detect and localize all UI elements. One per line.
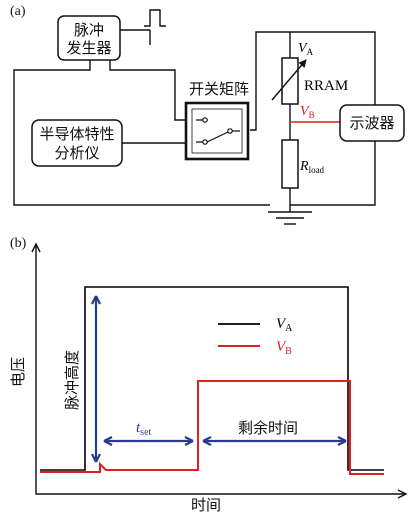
- pulse-generator-line1: 脉冲: [74, 21, 104, 39]
- panel-a-label: (a): [10, 4, 26, 19]
- rload-label: Rload: [299, 159, 325, 175]
- x-axis-label: 时间: [191, 496, 221, 514]
- va-label: VA: [298, 41, 314, 57]
- pulse-height-arrow: [91, 295, 101, 463]
- pulse-symbol: [144, 9, 166, 27]
- oscilloscope-label: 示波器: [349, 114, 394, 132]
- vb-waveform: [40, 380, 384, 475]
- y-axis-label: 电压: [9, 357, 27, 387]
- analyzer-line2: 分析仪: [54, 144, 99, 162]
- oscilloscope-box: [339, 104, 405, 142]
- semiconductor-analyzer-box: [31, 119, 123, 167]
- legend-va-label: VA: [276, 316, 293, 334]
- pulse-generator-box: [57, 15, 121, 61]
- rload-resistor: [281, 139, 299, 189]
- pulse-height-label: 脉冲高度: [63, 350, 81, 410]
- circuit-diagram: [13, 29, 376, 225]
- switch-matrix-label: 开关矩阵: [189, 80, 249, 98]
- pulse-generator-line2: 发生器: [66, 39, 111, 57]
- timing-axes: [31, 242, 408, 499]
- legend-vb-label: VB: [276, 339, 292, 357]
- tset-arrow: [103, 436, 194, 446]
- panel-b-label: (b): [10, 236, 27, 251]
- legend: VA VB: [218, 316, 293, 357]
- switch-matrix-box: [184, 101, 250, 161]
- vb-label: VB: [300, 104, 315, 120]
- switch-icon: [196, 117, 240, 145]
- analyzer-line1: 半导体特性: [39, 125, 114, 143]
- rram-resistor: [271, 57, 307, 105]
- rram-label: RRAM: [304, 78, 348, 94]
- remaining-time-arrow: [202, 436, 347, 446]
- va-waveform: [40, 286, 384, 471]
- remaining-time-label: 剩余时间: [238, 419, 298, 437]
- tset-label: tset: [136, 420, 152, 438]
